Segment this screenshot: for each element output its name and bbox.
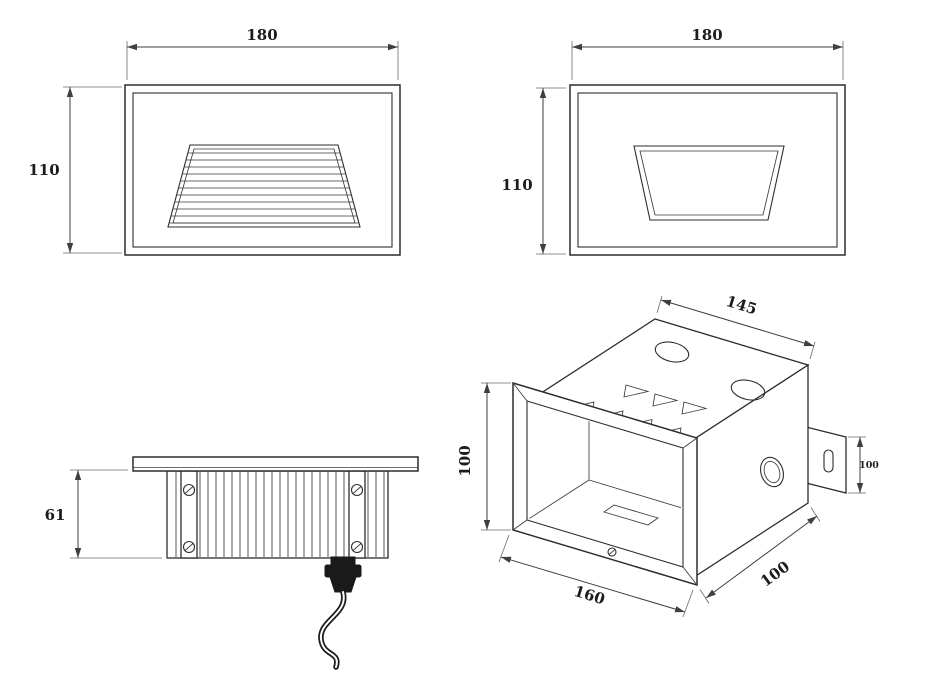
mounting-bracket — [805, 426, 847, 494]
frame-screw — [607, 547, 617, 557]
louver-grill — [167, 144, 361, 228]
view-front-louvered: 180 110 — [28, 26, 401, 256]
dim-label-width-plain: 180 — [691, 26, 722, 44]
fixture-outer-frame — [569, 84, 846, 256]
dim-height-plain: 110 — [501, 87, 566, 255]
dim-recess-depth: 61 — [45, 469, 162, 559]
view-isometric-box: 100 145 160 100 100 — [456, 292, 879, 618]
power-cable — [318, 589, 347, 670]
fixture-inner-frame — [132, 92, 393, 248]
dim-width-louvered: 180 — [126, 26, 399, 80]
cable-gland — [324, 556, 362, 593]
dim-label-width-louvered: 180 — [246, 26, 277, 44]
dim-label-height-louvered: 110 — [28, 161, 59, 179]
screw-post-left — [180, 470, 198, 559]
trapezoid-opening — [633, 145, 785, 221]
view-side-section: 61 — [45, 456, 419, 670]
dim-label-iso-width: 160 — [572, 582, 607, 608]
screw-post-right — [348, 470, 366, 559]
view-front-plain: 180 110 — [501, 26, 846, 256]
dim-bracket-height: 100 — [848, 436, 879, 494]
box-front-frame — [512, 381, 698, 587]
dim-height-louvered: 110 — [28, 86, 122, 254]
dim-label-iso-body-width: 145 — [724, 292, 759, 318]
dim-label-recess-depth: 61 — [45, 506, 66, 524]
dim-width-plain: 180 — [571, 26, 844, 80]
fixture-inner-frame — [577, 92, 838, 248]
knockout-hole-top-right — [730, 379, 766, 401]
dim-label-bracket-height: 100 — [859, 460, 879, 471]
dim-label-height-plain: 110 — [501, 176, 532, 194]
knockout-hole-side — [760, 456, 784, 488]
fixture-outer-frame — [124, 84, 401, 256]
dim-label-iso-height: 100 — [456, 445, 474, 476]
mounting-flange — [132, 456, 419, 472]
dim-label-iso-depth: 100 — [757, 557, 793, 590]
dim-iso-height: 100 — [456, 382, 511, 531]
